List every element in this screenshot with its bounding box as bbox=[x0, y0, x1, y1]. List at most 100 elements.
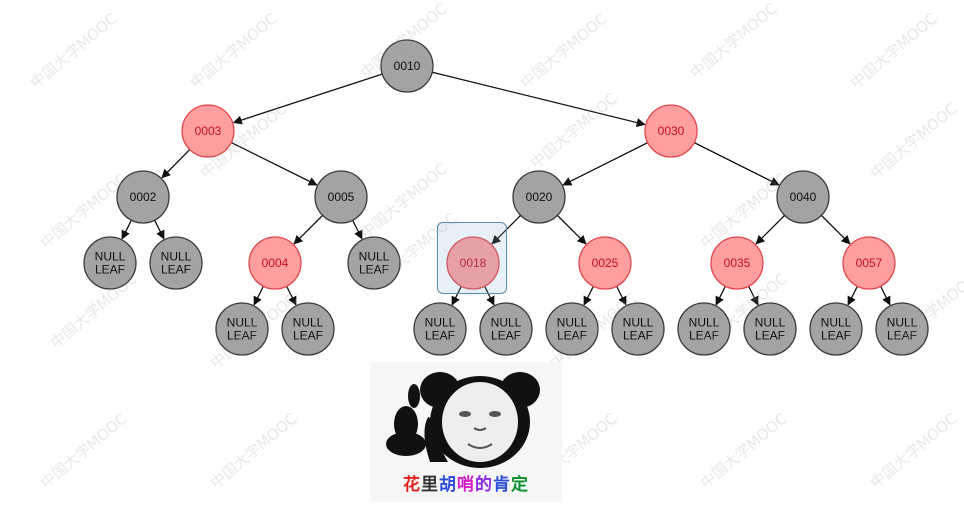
node-label: LEAF bbox=[359, 263, 389, 277]
node-label: 0002 bbox=[130, 190, 157, 204]
tree-node-0018: 0018 bbox=[446, 236, 500, 290]
tree-node-0040: 0040 bbox=[776, 170, 830, 224]
node-circle bbox=[248, 236, 302, 290]
tree-edge bbox=[154, 219, 165, 240]
node-label: NULL bbox=[623, 316, 654, 330]
node-circle bbox=[677, 302, 731, 356]
node-label: LEAF bbox=[887, 329, 917, 343]
tree-edge bbox=[748, 285, 759, 306]
node-circle bbox=[479, 302, 533, 356]
tree-edge bbox=[693, 142, 780, 186]
tree-edge bbox=[847, 285, 858, 306]
selected-node-highlight bbox=[437, 222, 507, 294]
node-label: NULL bbox=[755, 316, 786, 330]
node-label: LEAF bbox=[227, 329, 257, 343]
node-circle bbox=[347, 236, 401, 290]
tree-edge bbox=[880, 285, 891, 306]
tree-edge bbox=[562, 142, 649, 186]
node-circle bbox=[215, 302, 269, 356]
node-label: 0025 bbox=[592, 256, 619, 270]
tree-edge bbox=[616, 285, 627, 306]
node-label: LEAF bbox=[689, 329, 719, 343]
node-circle bbox=[578, 236, 632, 290]
node-circle bbox=[380, 39, 434, 93]
node-label: 0057 bbox=[856, 256, 883, 270]
node-circle bbox=[149, 236, 203, 290]
node-label: 0005 bbox=[328, 190, 355, 204]
tree-edge bbox=[121, 219, 132, 240]
caption-char: 里 bbox=[421, 475, 439, 495]
tree-node-0010: 0010 bbox=[380, 39, 434, 93]
caption-char: 肯 bbox=[493, 475, 511, 495]
node-label: 0018 bbox=[460, 256, 487, 270]
node-label: LEAF bbox=[161, 263, 191, 277]
node-label: 0003 bbox=[195, 124, 222, 138]
tree-edge bbox=[286, 285, 297, 306]
tree-edge bbox=[231, 141, 318, 186]
tree-edge bbox=[293, 214, 324, 245]
node-label: NULL bbox=[293, 316, 324, 330]
node-circle bbox=[413, 302, 467, 356]
node-label: 0040 bbox=[790, 190, 817, 204]
tree-edge bbox=[432, 71, 646, 128]
node-circle bbox=[446, 236, 500, 290]
tree-node-0002: 0002 bbox=[116, 170, 170, 224]
node-label: 0010 bbox=[394, 59, 421, 73]
node-label: NULL bbox=[161, 250, 192, 264]
node-label: LEAF bbox=[425, 329, 455, 343]
tree-node-0025: 0025 bbox=[578, 236, 632, 290]
node-label: 0035 bbox=[724, 256, 751, 270]
tree-edge bbox=[583, 285, 594, 306]
tree-node-0020: 0020 bbox=[512, 170, 566, 224]
tree-edge bbox=[556, 214, 587, 245]
node-label: NULL bbox=[95, 250, 126, 264]
tree-edge bbox=[820, 214, 851, 245]
node-label: NULL bbox=[425, 316, 456, 330]
node-label: LEAF bbox=[755, 329, 785, 343]
node-label: NULL bbox=[887, 316, 918, 330]
tree-edge bbox=[755, 214, 786, 245]
node-circle bbox=[611, 302, 665, 356]
node-label: LEAF bbox=[557, 329, 587, 343]
node-label: LEAF bbox=[623, 329, 653, 343]
meme-caption: 花里胡哨的肯定 bbox=[370, 470, 562, 495]
node-circle bbox=[512, 170, 566, 224]
tree-node-0003: 0003 bbox=[181, 104, 235, 158]
tree-node-0005: 0005 bbox=[314, 170, 368, 224]
node-circle bbox=[181, 104, 235, 158]
node-circle bbox=[842, 236, 896, 290]
node-circle bbox=[83, 236, 137, 290]
tree-node-0030: 0030 bbox=[644, 104, 698, 158]
caption-char: 定 bbox=[511, 475, 529, 495]
caption-char: 花 bbox=[403, 475, 421, 495]
tree-edge bbox=[161, 149, 191, 179]
node-label: NULL bbox=[689, 316, 720, 330]
node-label: LEAF bbox=[95, 263, 125, 277]
tree-node-0035: 0035 bbox=[710, 236, 764, 290]
node-circle bbox=[281, 302, 335, 356]
panda-thumbs-up-icon bbox=[386, 372, 540, 468]
node-circle bbox=[545, 302, 599, 356]
tree-node-0004: 0004 bbox=[248, 236, 302, 290]
caption-char: 的 bbox=[475, 475, 493, 495]
tree-edge bbox=[484, 285, 495, 306]
tree-edge bbox=[451, 285, 462, 306]
node-label: NULL bbox=[227, 316, 258, 330]
tree-edge bbox=[352, 219, 363, 240]
node-circle bbox=[644, 104, 698, 158]
node-circle bbox=[743, 302, 797, 356]
node-circle bbox=[809, 302, 863, 356]
caption-char: 胡 bbox=[439, 475, 457, 495]
node-circle bbox=[875, 302, 929, 356]
